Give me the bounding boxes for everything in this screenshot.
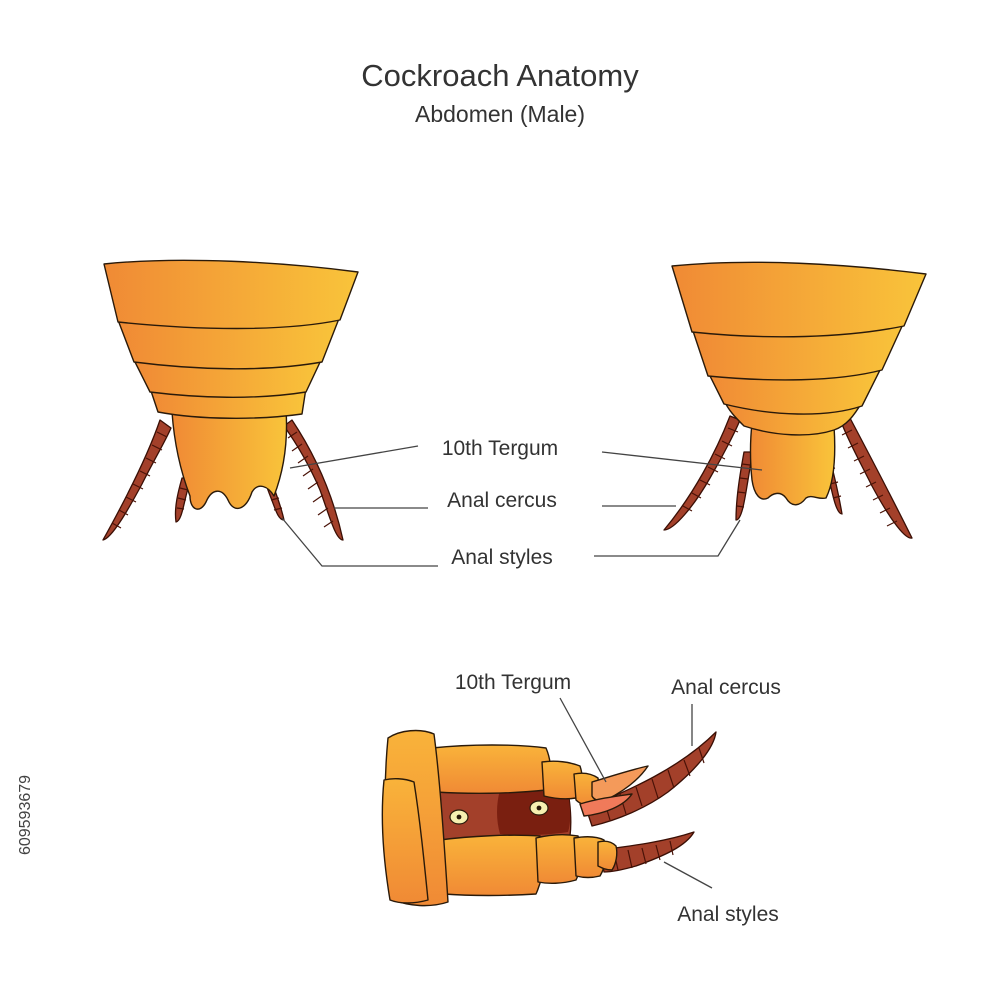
label-10th-tergum: 10th Tergum: [442, 437, 558, 460]
dorsal-view: [102, 259, 359, 541]
side-identifier: 609593679: [17, 775, 34, 855]
diagram-title: Cockroach Anatomy: [361, 58, 639, 93]
left-view-segment-1: [103, 259, 359, 330]
left-view-cercus-left: [102, 419, 172, 541]
lateral-tergum-10-tip: [579, 793, 633, 817]
label-anal-styles: Anal styles: [451, 546, 553, 569]
lateral-tergite-1: [429, 744, 552, 794]
label-bottom-10th-tergum: 10th Tergum: [455, 671, 571, 694]
right-view-segment-1: [671, 261, 927, 338]
label-bottom-anal-cercus: Anal cercus: [671, 676, 781, 699]
lateral-view: [381, 729, 717, 907]
leader-tergum-left: [289, 445, 419, 469]
right-view-tergum-10: [749, 423, 836, 506]
leader-bottom-styles: [663, 861, 713, 889]
top-leader-lines: [281, 445, 763, 567]
lateral-sternite-4: [597, 840, 618, 871]
diagram-subtitle: Abdomen (Male): [415, 101, 585, 127]
leader-styles-left: [281, 517, 438, 567]
ventral-view: [663, 261, 927, 539]
bottom-leader-lines: [559, 697, 713, 889]
lateral-sternite-1: [436, 834, 545, 897]
left-view-tergum-10: [171, 409, 288, 510]
leader-bottom-tergum: [559, 697, 607, 783]
left-view-cercus-right: [283, 419, 344, 541]
right-view-cercus-left: [663, 415, 741, 531]
leader-tergum-right: [601, 451, 763, 471]
label-anal-cercus: Anal cercus: [447, 489, 557, 512]
leader-styles-right: [594, 519, 741, 557]
right-view-cercus-right: [841, 417, 913, 539]
label-bottom-anal-styles: Anal styles: [677, 903, 779, 926]
right-view-anal-style-left: [735, 451, 752, 521]
lateral-front-block-inner: [381, 777, 429, 904]
